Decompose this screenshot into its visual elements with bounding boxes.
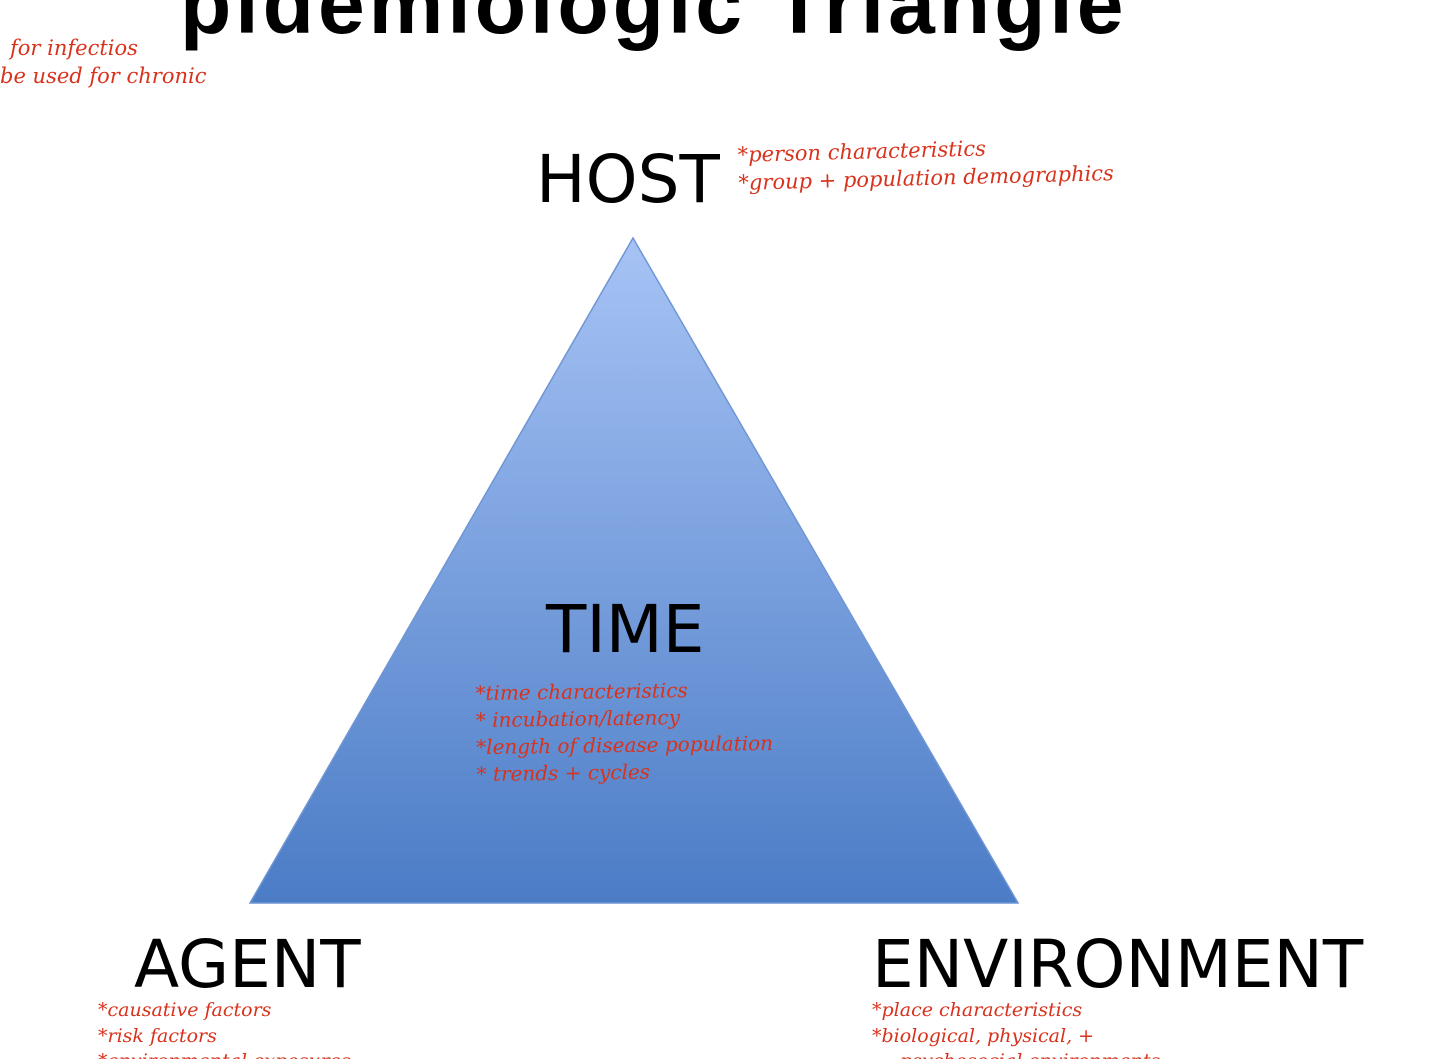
label-host: HOST	[536, 141, 720, 218]
note-line: * incubation/latency	[475, 705, 681, 733]
note-host: *person characteristics *group + populat…	[737, 131, 1114, 197]
note-line: *place characteristics	[872, 999, 1083, 1021]
note-agent: *causative factors *risk factors *enviro…	[98, 998, 351, 1059]
note-line: *causative factors	[98, 999, 272, 1021]
note-line: be used for chronic	[0, 64, 207, 89]
slide-title: pidemiologic Triangle	[180, 0, 1128, 51]
note-line: * trends + cycles	[476, 759, 651, 787]
note-line: for infectios	[10, 36, 138, 60]
note-line: *environmental exposures	[98, 1049, 351, 1059]
note-environment: *place characteristics *biological, phys…	[872, 998, 1160, 1059]
note-time: *time characteristics * incubation/laten…	[475, 676, 773, 788]
note-line: *biological, physical, +	[872, 1024, 1095, 1047]
note-line: *time characteristics	[475, 678, 688, 706]
note-top-left: for infectios be used for chronic	[0, 34, 207, 91]
note-line: psychosocial environments	[872, 1049, 1160, 1059]
label-time: TIME	[546, 591, 705, 668]
note-line: *length of disease population	[476, 730, 774, 760]
label-agent: AGENT	[134, 926, 361, 1003]
epidemiologic-triangle	[248, 236, 1020, 904]
label-environment: ENVIRONMENT	[872, 926, 1364, 1003]
note-line: *risk factors	[98, 1024, 217, 1047]
